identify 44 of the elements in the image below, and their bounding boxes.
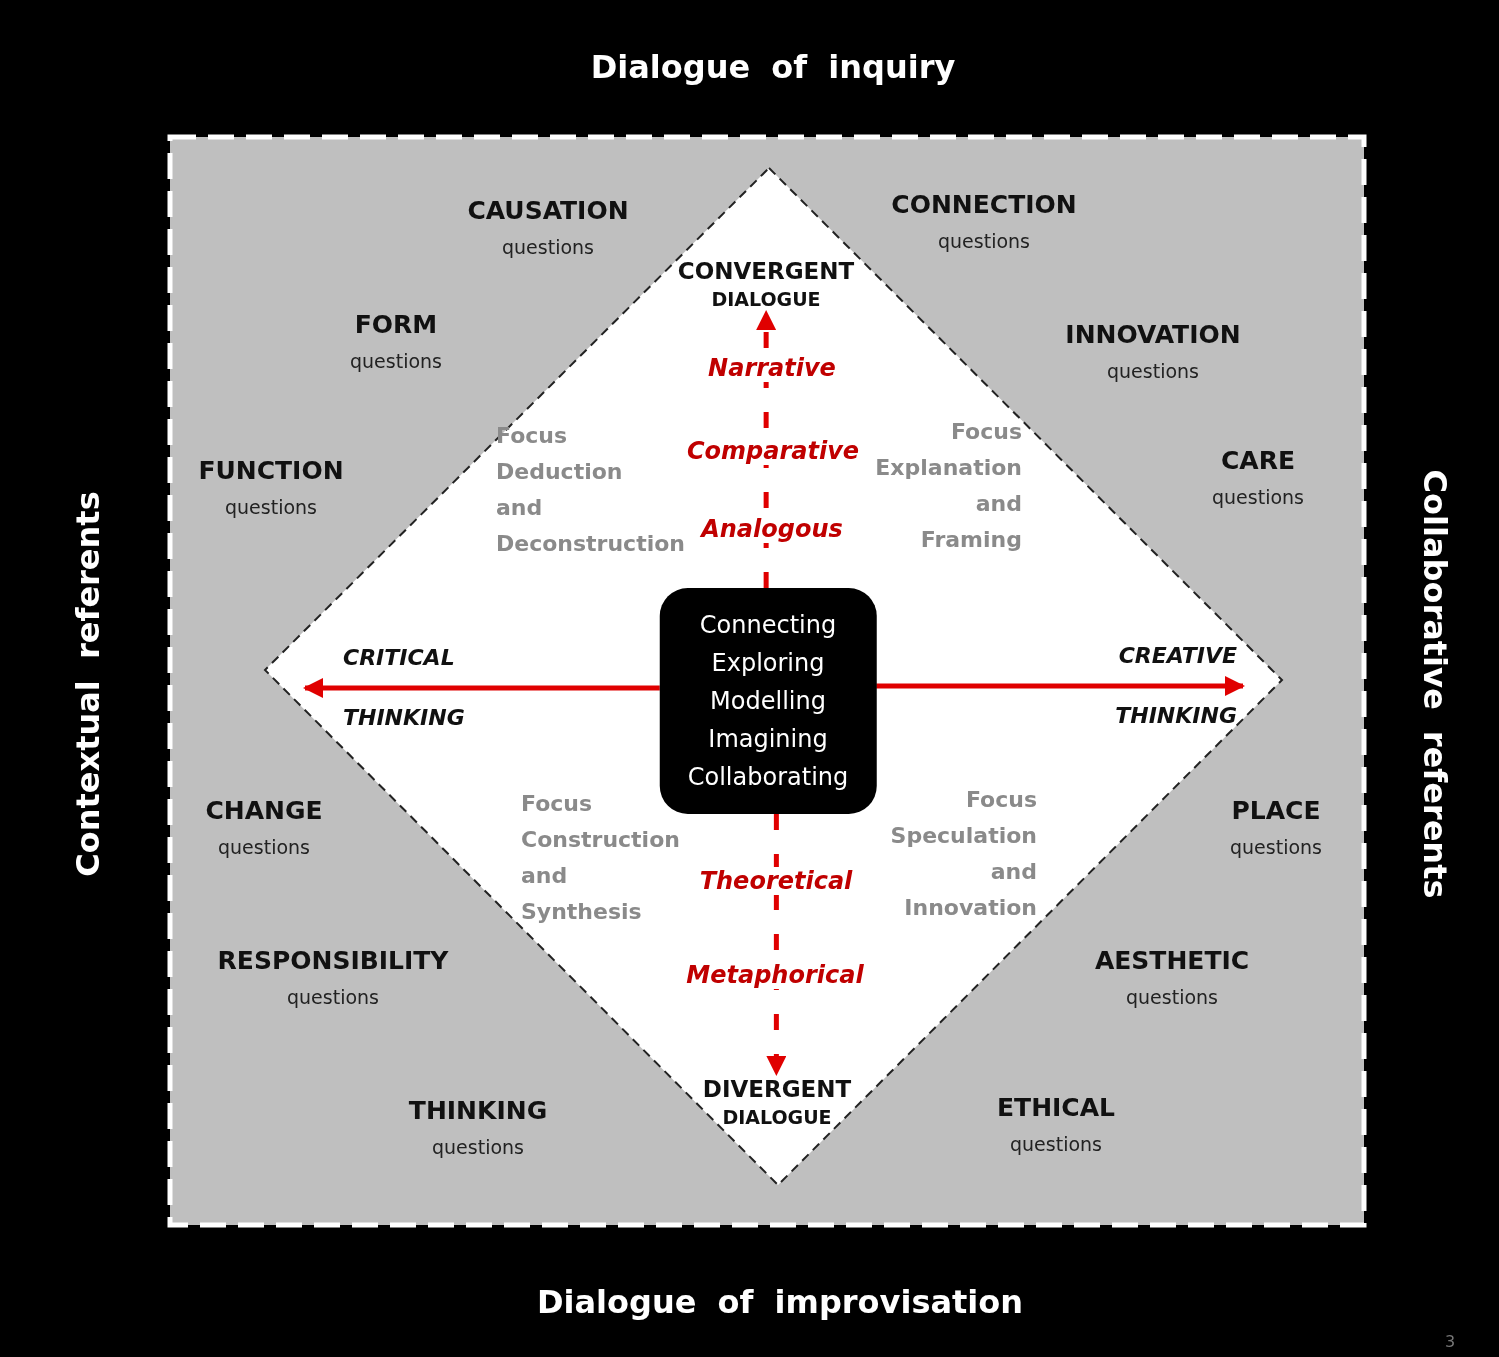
category-heading: ETHICAL	[997, 1093, 1115, 1122]
category-subtitle: questions	[432, 1136, 524, 1158]
category-heading: FUNCTION	[198, 456, 344, 485]
category-heading: FORM	[354, 310, 438, 339]
category-heading: CONNECTION	[891, 190, 1077, 219]
category-heading: RESPONSIBILITY	[217, 946, 449, 975]
category-subtitle: questions	[938, 230, 1030, 252]
arrow	[876, 676, 1245, 696]
dialogue-subheading: DIALOGUE	[711, 287, 821, 312]
heading: Dialogue of improvisation	[536, 1283, 1024, 1321]
category-subtitle: questions	[225, 496, 317, 518]
focus-note: Focus Explanation and Framing	[875, 418, 1022, 554]
thinking-label: THINKING	[343, 704, 465, 732]
category-heading: CARE	[1221, 446, 1295, 475]
dialogue-subheading: DIALOGUE	[722, 1105, 832, 1130]
heading: Contextual referents	[69, 491, 107, 877]
page-number: 3	[1444, 1332, 1456, 1351]
category-subtitle: questions	[1107, 360, 1199, 382]
dialogue-heading: DIVERGENT	[702, 1075, 852, 1104]
category-heading: CAUSATION	[467, 196, 629, 225]
arrow	[303, 678, 660, 698]
category-subtitle: questions	[1230, 836, 1322, 858]
thinking-label: THINKING	[1115, 702, 1237, 730]
focus-note: Focus Speculation and Innovation	[890, 786, 1037, 922]
category-subtitle: questions	[350, 350, 442, 372]
category-heading: INNOVATION	[1065, 320, 1241, 349]
heading: Dialogue of inquiry	[590, 48, 956, 86]
dialogue-heading: CONVERGENT	[677, 257, 855, 286]
process-box: Connecting Exploring Modelling Imagining Collaborating	[659, 588, 877, 814]
arrow	[766, 814, 787, 1076]
focus-note: Focus Deduction and Deconstruction	[496, 422, 685, 558]
category-heading: AESTHETIC	[1094, 946, 1250, 975]
category-heading: THINKING	[408, 1096, 548, 1125]
category-heading: CHANGE	[205, 796, 323, 825]
category-subtitle: questions	[1010, 1133, 1102, 1155]
category-heading: PLACE	[1231, 796, 1321, 825]
category-subtitle: questions	[1126, 986, 1218, 1008]
thinking-label: CRITICAL	[343, 644, 455, 672]
heading: Collaborative referents	[1416, 469, 1454, 899]
category-subtitle: questions	[287, 986, 379, 1008]
category-subtitle: questions	[218, 836, 310, 858]
thinking-label: CREATIVE	[1118, 642, 1237, 670]
category-subtitle: questions	[1212, 486, 1304, 508]
category-subtitle: questions	[502, 236, 594, 258]
